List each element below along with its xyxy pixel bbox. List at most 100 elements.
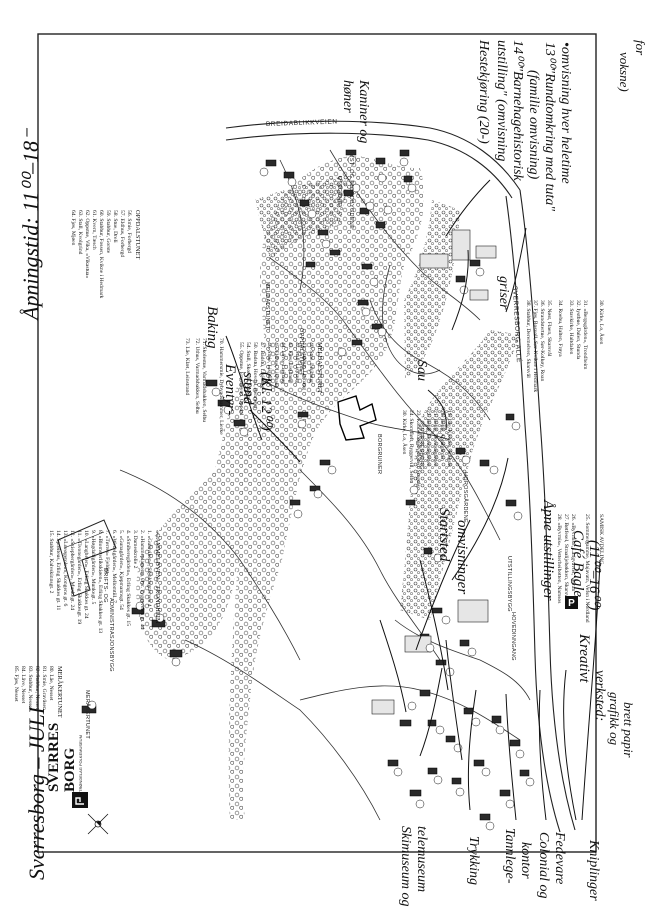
note-baking: Baking [204, 306, 220, 349]
area-label-sverresborg: SVERRESBORG [418, 424, 424, 470]
svg-text:22. Belig, Trondsagården: 22. Belig, Trondsagården [425, 410, 432, 467]
svg-text:TRØNDELAG FOLKEMUSEUM: TRØNDELAG FOLKEMUSEUM [78, 735, 83, 792]
borgruiner-ruins [337, 395, 377, 441]
svg-text:45. Eldhus, Lisjhaug: 45. Eldhus, Lisjhaug [273, 342, 279, 389]
svg-text:42. Stall, Lisjhaug: 42. Stall, Lisjhaug [294, 342, 300, 383]
museum-buildings [371, 229, 497, 715]
svg-text:80. Låe, Nesset: 80. Låe, Nesset [48, 666, 55, 701]
area-label-kyst-fjordbygdene: KYST- OG FJORDBYGDENE [348, 150, 354, 229]
handwritten-labels: Sverresborg – JULI Åpningstid: 11⁰⁰–18⁻ … [18, 39, 648, 907]
svg-text:36. Strandstertue, Sør-Kolkøy,: 36. Strandstertue, Sør-Kolkøy, Roan [539, 300, 545, 381]
legend-samisk-avdeling: SAMISK AVDELING 25. Sommergamme, Majavat… [556, 514, 604, 623]
note-kniplinger: Kniplinger [586, 839, 601, 901]
svg-text:41. Stabbur, Lisjhaug: 41. Stabbur, Lisjhaug [301, 342, 307, 390]
legend-kyst: 30. Kirke, Lo, Åsen 31. «Bergsgården», T… [525, 300, 606, 392]
note-fedevare: Fedevare [552, 831, 567, 884]
area-label-meldalstunet: MELDALSTUNET [264, 282, 270, 330]
svg-text:14. Sprøiteus, Erling Skakkes: 14. Sprøiteus, Erling Skakkes gt. 11 [55, 530, 61, 610]
svg-text:P: P [568, 598, 575, 609]
note-kontor: kontor [518, 842, 533, 879]
svg-text:33. Stavkirke, Haltdalen: 33. Stavkirke, Haltdalen [568, 300, 574, 355]
svg-text:54. Stall, Skorem, Oppdal: 54. Stall, Skorem, Oppdal [245, 342, 251, 401]
svg-text:1. «Gulaviken», Skjoldagravven: 1. «Gulaviken», Skjoldagravven 4 [146, 530, 152, 607]
note-omvisninger: omvisninger [454, 520, 470, 594]
svg-text:27. Bøtfesel, Straalijebøkken,: 27. Bøtfesel, Straalijebøkken, Skarsvål [563, 514, 570, 601]
note-apningstid: Åpningstid: 11⁰⁰–18⁻ [18, 127, 43, 322]
svg-text:4. «Smiberegården», Erling Ska: 4. «Smiberegården», Erling Skakkes gt. 1… [125, 530, 132, 626]
forest-east [400, 330, 520, 620]
legend-samisk: 19. Låe, Kjelden, Singsås 20. Belig, Apl… [401, 410, 453, 487]
svg-text:43. Fjøs, Lisjhaug: 43. Fjøs, Lisjhaug [287, 342, 293, 383]
svg-text:BORG: BORG [62, 747, 78, 792]
museum-name: SVERRES BORG TRØNDELAG FOLKEMUSEUM [46, 723, 83, 792]
svg-text:28. «Byvrnis», Vetterheibotten: 28. «Byvrnis», Vetterheibotten, Namsos [556, 514, 562, 603]
svg-text:44. Låve, Lisjhaug: 44. Låve, Lisjhaug [280, 342, 287, 384]
svg-text:59. Stabbur, Gorste: 59. Stabbur, Gorste [105, 210, 111, 254]
legend-merakertunet: MERÅKERTUNET 80. Låe, Nesset 81. Smie, G… [13, 666, 64, 718]
note-kaniner-og-hoener: Kaniner og [356, 79, 371, 143]
forest-west [228, 156, 425, 820]
note-hoener: høner [340, 80, 355, 113]
map-border [37, 33, 597, 853]
svg-text:2. «Hammeplassen», Øvr. Tyggev: 2. «Hammeplassen», Øvr. Tyggeveien gt. 4… [139, 530, 145, 630]
note-griser: griser [496, 276, 511, 310]
administration-building [57, 519, 117, 597]
svg-text:SAMISK AVDELING: SAMISK AVDELING [598, 514, 604, 564]
svg-text:32. Iystbue, Dalen, Stunda: 32. Iystbue, Dalen, Stunda [575, 300, 581, 360]
compass-icon [87, 813, 109, 835]
svg-text:OPPDALSTUNET: OPPDALSTUNET [134, 210, 141, 259]
note-telemuseum: telemuseum [414, 826, 429, 892]
svg-text:23. Kobberdøgerverksted, Sings: 23. Kobberdøgerverksted, Singsås [415, 410, 422, 487]
svg-text:62. Oppstue, Vika, «Vikastua»: 62. Oppstue, Vika, «Vikastua» [84, 210, 90, 278]
forest-northwest [255, 175, 350, 260]
numbered-markers [87, 155, 535, 831]
note-utstilling: utstilling" (omvisning [494, 40, 509, 161]
road-label-breidablikkveien: BREIDABLIKKVEIEN [266, 118, 338, 127]
svg-text:34. Roebu, Halten, Frøya: 34. Roebu, Halten, Frøya [557, 300, 563, 357]
svg-text:57. Eldhus, Forbergd: 57. Eldhus, Forbergd [119, 210, 125, 257]
note-skimuseum: Skimuseum og [398, 826, 413, 907]
svg-text:12. «Sziepbergården», Munkegt.: 12. «Sziepbergården», Munkegt. 24 [69, 530, 76, 610]
legend-meldalstunet: OPPDALSTUNET 56. Smie, Forbergd 57. Eldh… [70, 210, 141, 299]
svg-text:3. Dameskrolie 2: 3. Dameskrolie 2 [132, 530, 138, 569]
note-cafe-bagle: Café Bagle [570, 530, 586, 597]
svg-text:19. Låe, Kjelden, Singsås: 19. Låe, Kjelden, Singsås [446, 410, 453, 467]
area-label-merakertunet: MERÅKERTUNET [84, 690, 91, 739]
legend-gammelbyen: «GAMMELBYEN», TRONDHEIM 1. «Gulaviken», … [48, 530, 161, 633]
svg-text:13. «Lovøgetolen», Kongens gt.: 13. «Lovøgetolen», Kongens gt. 6 [62, 530, 68, 606]
svg-text:71. Skolestue, Varmadsbakken,: 71. Skolestue, Varmadsbakken, Selbu [201, 338, 207, 422]
svg-text:10. «Langhelen», Erling Skakke: 10. «Langhelen», Erling Skakkes gt. 24 [83, 530, 89, 619]
svg-text:MERÅKERTUNET: MERÅKERTUNET [56, 666, 64, 718]
forest-north [404, 200, 460, 380]
note-brett-papir: brett papir [621, 702, 636, 758]
svg-text:31. «Bergsgården», Trondheim: 31. «Bergsgården», Trondheim [582, 300, 589, 370]
svg-text:61. Kvern, Tæsch: 61. Kvern, Tæsch [91, 210, 97, 250]
svg-text:70. Hammersmie, Dybvadshammer,: 70. Hammersmie, Dybvadshammer, Lierke [218, 338, 224, 435]
svg-text:84. Låve, Nesset: 84. Låve, Nesset [20, 666, 27, 704]
svg-text:56. Smie, Forbergd: 56. Smie, Forbergd [126, 210, 132, 253]
note-familie-omvisning: (familie omvisning) [526, 70, 541, 180]
svg-text:30. Kirke, Lo, Åsen: 30. Kirke, Lo, Åsen [401, 410, 409, 455]
svg-text:9. «Høgdahlgården», Munkegt. 5: 9. «Høgdahlgården», Munkegt. 5 [90, 530, 97, 604]
svg-text:63. Stall, Kvolgrind: 63. Stall, Kvolgrind [77, 210, 83, 255]
park-map: P [37, 33, 597, 853]
area-label-oppdalstunet: OPPDALSTUNET [298, 328, 304, 376]
svg-text:46. Smie, Lisjhaug: 46. Smie, Lisjhaug [266, 342, 272, 384]
svg-text:5. «Gunagården», Kjøpmannsgt.: 5. «Gunagården», Kjøpmannsgt. 54 [118, 530, 125, 610]
area-label-adm: DRIFTS- OG [102, 568, 108, 603]
svg-text:35. Nøst, Flaen, Skarsvål: 35. Nøst, Flaen, Skarsvål [546, 300, 553, 357]
svg-text:81. Smie, Gravåsen: 81. Smie, Gravåsen [41, 666, 48, 710]
legend-oppdalstunet-2: 70. Hammersmie, Dybvadshammer, Lierke 71… [184, 338, 224, 435]
svg-text:72. Uthus, Varmadsbakken, Selb: 72. Uthus, Varmadsbakken, Selbu [194, 338, 200, 414]
svg-text:MELDALSTUNET: MELDALSTUNET [316, 342, 323, 393]
note-stund: stund [240, 372, 256, 405]
svg-text:83. Stabbur, Nesset: 83. Stabbur, Nesset [27, 666, 33, 710]
area-label-driftsbygning: ADMINISTRASJONSBYGG [108, 598, 114, 672]
museum-logo [72, 792, 88, 808]
svg-text:40. Stue, Lisjhaug: 40. Stue, Lisjhaug [308, 342, 314, 383]
svg-text:37. Fjøs, Rosvoll, Sør-Kvikne: 37. Fjøs, Rosvoll, Sør-Kvikne i Hedmark [532, 300, 538, 392]
note-colonial: Colonial og [536, 832, 551, 899]
svg-text:25. Sommergamme, Majavatn, Vef: 25. Sommergamme, Majavatn, Vefsn i Nordl… [584, 514, 591, 623]
svg-text:7. «Tørres» Fjeldgt.: 7. «Tørres» Fjeldgt. [104, 530, 110, 575]
